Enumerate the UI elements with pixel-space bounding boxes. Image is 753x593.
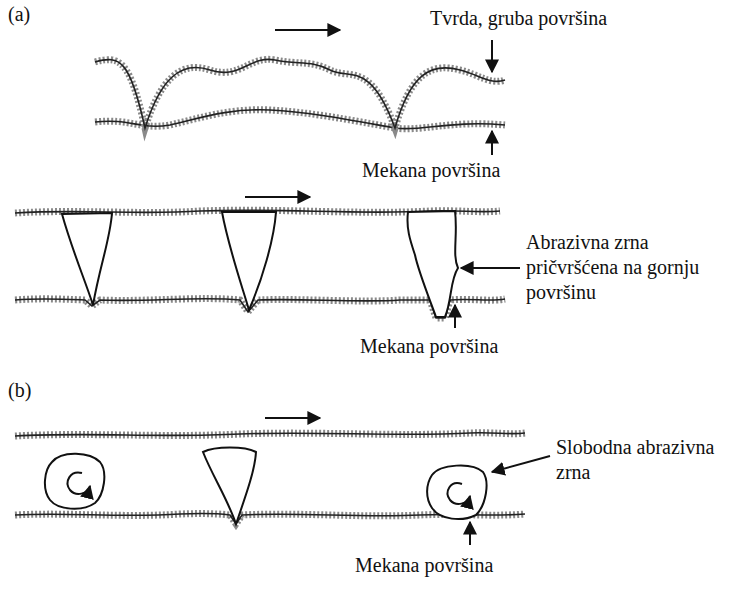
soft-surface xyxy=(95,110,505,129)
leader-arrow xyxy=(491,40,493,72)
abrasive-grain xyxy=(407,211,458,317)
two-body-rough xyxy=(95,30,505,155)
rotation-arrow xyxy=(68,473,90,494)
panel-letter: (b) xyxy=(8,378,31,403)
leader-arrow xyxy=(454,305,456,328)
fixed-grains xyxy=(15,197,520,328)
motion-arrow xyxy=(275,29,340,31)
free-grains xyxy=(15,418,550,545)
leader-arrow xyxy=(461,267,520,269)
leader-arrow xyxy=(469,522,471,545)
rotation-arrow xyxy=(448,483,470,504)
panel-letter: (a) xyxy=(8,2,30,27)
motion-arrow xyxy=(245,196,310,198)
abrasive-grain xyxy=(427,466,486,520)
surface-label: Mekana površina xyxy=(355,553,493,578)
hard-surface xyxy=(95,59,505,128)
surface-label: Tvrda, gruba površina xyxy=(430,6,607,31)
abrasive-grain xyxy=(222,212,276,310)
abrasive-grain xyxy=(203,448,256,525)
leader-arrow xyxy=(492,456,550,472)
grain-label: Abrazivna zrna pričvršćena na gornju pov… xyxy=(526,230,741,305)
abrasive-grain xyxy=(62,213,112,305)
upper-surface xyxy=(15,433,525,436)
surface-label: Mekana površina xyxy=(362,158,500,183)
motion-arrow xyxy=(265,417,320,419)
grain-label: Slobodna abrazivna zrna xyxy=(556,435,731,485)
surface-label: Mekana površina xyxy=(360,334,498,359)
abrasive-grain xyxy=(45,454,104,509)
leader-arrow xyxy=(491,131,493,155)
